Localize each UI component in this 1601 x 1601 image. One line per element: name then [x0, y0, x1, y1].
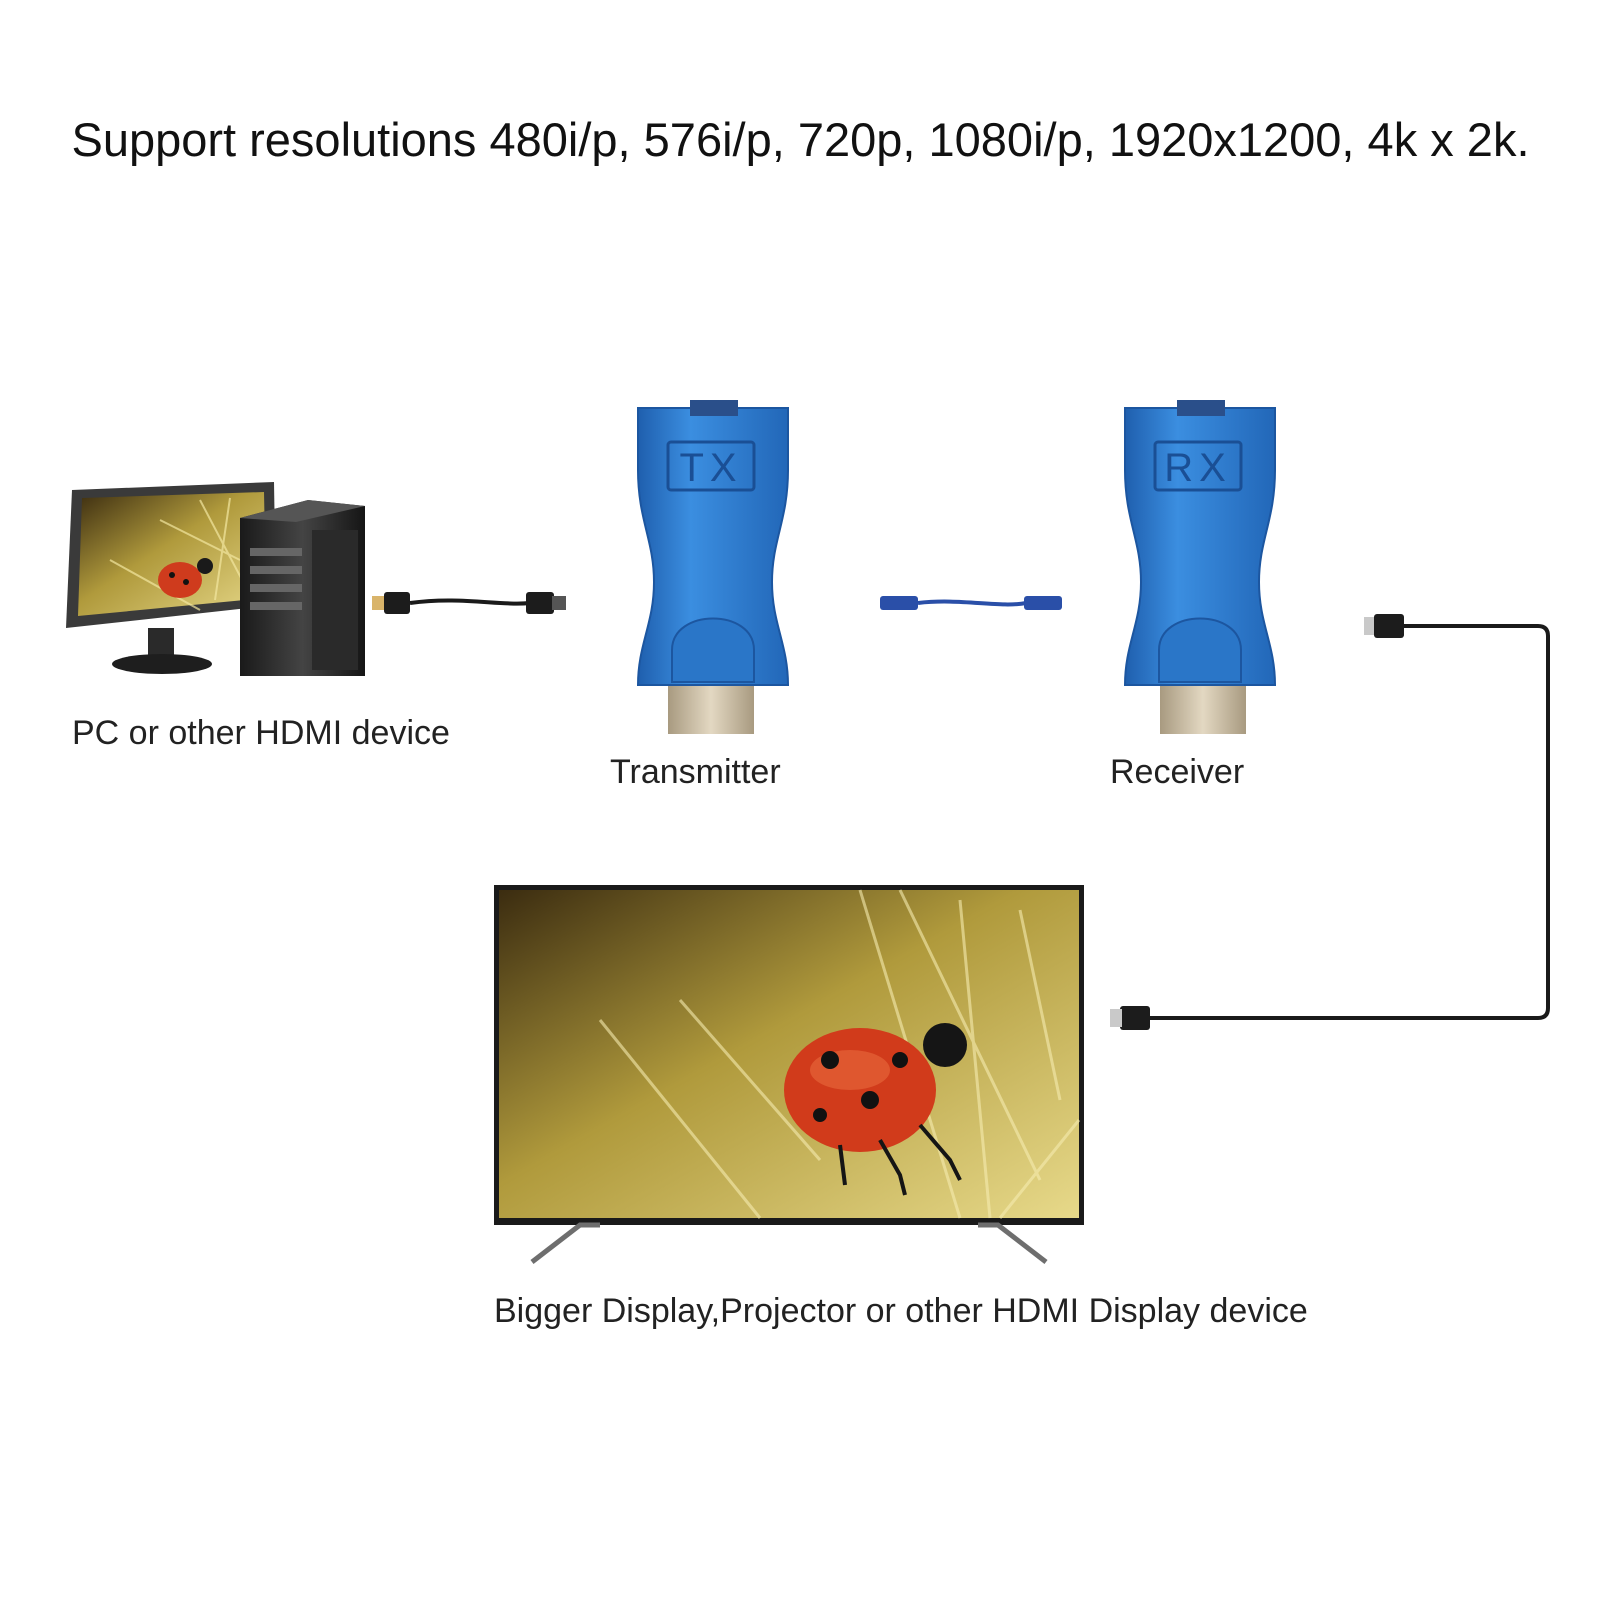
receiver-unit: RX [1123, 400, 1277, 734]
source-label: PC or other HDMI device [72, 714, 450, 752]
ethernet-cable [880, 596, 1062, 610]
headline: Support resolutions 480i/p, 576i/p, 720p… [71, 113, 1530, 166]
output-hdmi-cable [1110, 614, 1550, 1030]
display-label: Bigger Display,Projector or other HDMI D… [494, 1292, 1308, 1330]
tx-badge: TX [679, 446, 742, 490]
transmitter-unit: TX [636, 400, 790, 734]
rx-badge: RX [1164, 446, 1232, 490]
receiver-label: Receiver [1110, 753, 1244, 791]
source-hdmi-cable [372, 592, 566, 614]
pc-tower [240, 500, 365, 676]
tv-display [494, 885, 1084, 1264]
transmitter-label: Transmitter [610, 753, 781, 791]
pc-monitor [66, 482, 276, 674]
